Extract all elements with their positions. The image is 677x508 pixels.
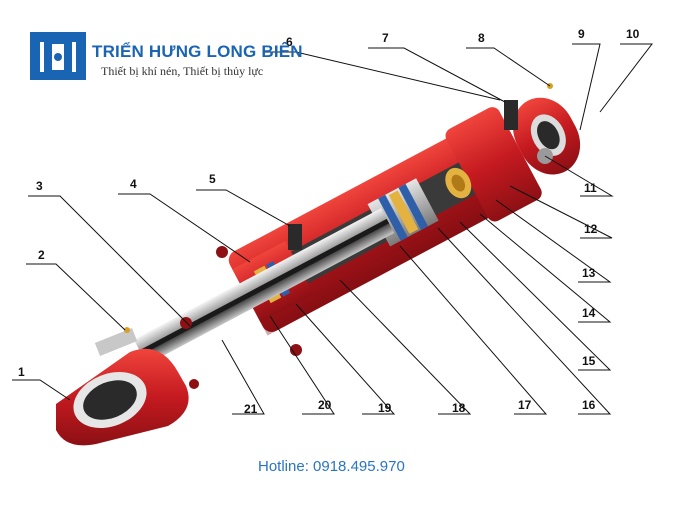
head-flange — [180, 246, 302, 356]
callout-16: 16 — [582, 398, 596, 412]
callout-5: 5 — [209, 172, 216, 186]
rod-eye — [56, 327, 199, 446]
callout-2: 2 — [38, 248, 45, 262]
brand-name: TRIỂN HƯNG LONG BIÊN — [92, 42, 303, 61]
callout-14: 14 — [582, 306, 596, 320]
callout-12: 12 — [584, 222, 598, 236]
callout-17: 17 — [518, 398, 532, 412]
callout-6: 6 — [286, 35, 293, 49]
piston-rod — [133, 208, 395, 365]
brand-tagline: Thiết bị khí nén, Thiết bị thủy lực — [101, 64, 264, 78]
callout-labels: 1 2 3 4 5 6 7 8 9 10 11 12 13 14 15 16 1… — [18, 27, 640, 416]
callout-8: 8 — [478, 31, 485, 45]
callout-7: 7 — [382, 31, 389, 45]
callout-1: 1 — [18, 365, 25, 379]
callout-13: 13 — [582, 266, 596, 280]
hotline-text: Hotline: 0918.495.970 — [258, 458, 405, 475]
callout-20: 20 — [318, 398, 332, 412]
callout-21: 21 — [244, 402, 258, 416]
callout-10: 10 — [626, 27, 640, 41]
callout-18: 18 — [452, 401, 466, 415]
callout-11: 11 — [584, 181, 597, 195]
callout-3: 3 — [36, 179, 43, 193]
callout-9: 9 — [578, 27, 585, 41]
callout-15: 15 — [582, 354, 596, 368]
company-logo-icon — [30, 32, 86, 80]
leader-lines — [12, 43, 654, 415]
callout-4: 4 — [130, 177, 137, 191]
callout-19: 19 — [378, 401, 392, 415]
